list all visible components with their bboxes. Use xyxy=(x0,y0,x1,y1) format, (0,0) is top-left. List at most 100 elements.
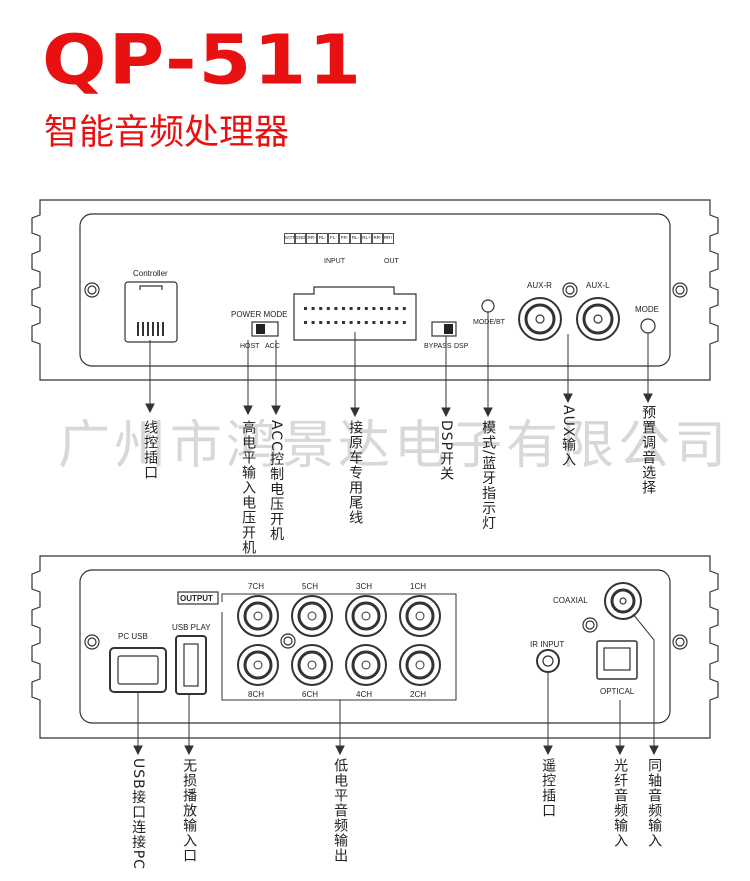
screw xyxy=(280,633,296,649)
channel-label: 1CH xyxy=(410,582,427,591)
callout-aux-input: AUX输入 xyxy=(560,405,577,468)
callout-acc-power: ACC控制电压开机 xyxy=(268,420,285,542)
rca-ring xyxy=(351,601,381,631)
harness-pin xyxy=(364,307,368,310)
rca-ring xyxy=(253,660,263,670)
rca-ring xyxy=(415,611,425,621)
rca-ring xyxy=(405,650,435,680)
host-label: HOST xyxy=(240,343,260,350)
harness-pin xyxy=(380,321,383,324)
rca-ring xyxy=(405,601,435,631)
rca-ring xyxy=(297,601,327,631)
channel-label: 5CH xyxy=(302,582,319,591)
harness-pin xyxy=(387,321,391,324)
harness-pin xyxy=(402,321,406,324)
rca-output-jack xyxy=(399,595,441,637)
power-mode-label: POWER MODE xyxy=(231,310,288,319)
pin-cell: RR+ xyxy=(383,233,394,244)
callout-lines-top xyxy=(145,312,653,418)
screw xyxy=(84,634,100,650)
rca-output-jack xyxy=(399,644,441,686)
rca-ring xyxy=(253,611,263,621)
pin-cell: FL- xyxy=(328,233,339,244)
optical-port xyxy=(596,640,638,680)
harness-pin xyxy=(364,321,368,324)
controller-label: Controller xyxy=(133,269,168,278)
channel-label: 8CH xyxy=(248,690,265,699)
rca-output-jack xyxy=(291,644,333,686)
aux-l-label: AUX-L xyxy=(586,281,610,290)
harness-pin xyxy=(311,321,315,324)
power-mode-switch xyxy=(251,321,279,337)
coaxial-label: COAXIAL xyxy=(553,596,588,605)
harness-pin xyxy=(357,321,361,324)
rca-output-jack xyxy=(237,595,279,637)
rca-ring xyxy=(307,611,317,621)
acc-label: ACC xyxy=(265,343,280,350)
callout-ir-port: 遥控插口 xyxy=(540,758,557,818)
harness-pin xyxy=(326,321,330,324)
optical-label: OPTICAL xyxy=(600,687,635,696)
harness-pin xyxy=(334,321,338,324)
screw xyxy=(84,282,100,298)
pin-cell: GND xyxy=(295,233,306,244)
rca-output-jack xyxy=(291,595,333,637)
pin-cell: RR- xyxy=(306,233,317,244)
rca-ring xyxy=(351,650,381,680)
mode-button xyxy=(640,318,656,334)
pin-input-label: INPUT xyxy=(324,258,345,265)
callout-controller-port: 线控插口 xyxy=(142,420,159,480)
harness-pin xyxy=(342,321,345,324)
harness-pin xyxy=(319,321,323,324)
harness-pin xyxy=(319,307,323,310)
harness-pin xyxy=(380,307,383,310)
harness-connector xyxy=(293,286,417,341)
harness-pin xyxy=(387,307,391,310)
pin-cell: RL+ xyxy=(361,233,372,244)
output-frame xyxy=(221,593,457,701)
channel-label: 6CH xyxy=(302,690,319,699)
ir-input-label: IR INPUT xyxy=(530,640,565,649)
harness-pin xyxy=(304,307,307,310)
product-title: QP-511 xyxy=(42,19,364,100)
rca-output-jack xyxy=(237,644,279,686)
channel-label: 7CH xyxy=(248,582,265,591)
callout-mode-bt-light: 模式/蓝牙指示灯 xyxy=(480,420,497,531)
pin-cell: FR- xyxy=(339,233,350,244)
mode-bt-label: MODE/BT xyxy=(473,319,505,326)
output-label: OUTPUT xyxy=(180,594,213,603)
rca-ring xyxy=(361,660,371,670)
channel-label: 2CH xyxy=(410,690,427,699)
harness-pin xyxy=(334,307,338,310)
bypass-label: BYPASS xyxy=(424,343,452,350)
front-faceplate xyxy=(79,213,671,367)
harness-pin xyxy=(349,321,353,324)
harness-pin xyxy=(395,321,399,324)
pin-cell: BATT xyxy=(284,233,295,244)
harness-pin xyxy=(311,307,315,310)
controller-port xyxy=(124,281,178,343)
rca-ring xyxy=(361,611,371,621)
screw xyxy=(672,634,688,650)
callout-coaxial-in: 同轴音频输入 xyxy=(646,758,663,848)
company-watermark: 广州市鸿景达电子有限公司 xyxy=(58,416,731,476)
harness-pin xyxy=(326,307,330,310)
aux-l-jack xyxy=(576,297,620,341)
rca-output-jack xyxy=(345,595,387,637)
aux-r-jack xyxy=(518,297,562,341)
rca-ring xyxy=(415,660,425,670)
pc-usb-label: PC USB xyxy=(118,632,148,641)
harness-pin xyxy=(372,307,376,310)
callout-lines-bottom xyxy=(133,613,659,756)
callout-lossless-usb: 无损播放输入口 xyxy=(181,758,198,863)
screw xyxy=(582,617,598,633)
rca-ring xyxy=(243,650,273,680)
front-chassis-outline xyxy=(31,199,719,381)
rear-chassis-outline xyxy=(31,555,719,739)
callout-optical-in: 光纤音频输入 xyxy=(612,758,629,848)
rca-ring xyxy=(307,660,317,670)
harness-pins xyxy=(304,307,406,324)
harness-pin xyxy=(342,307,345,310)
